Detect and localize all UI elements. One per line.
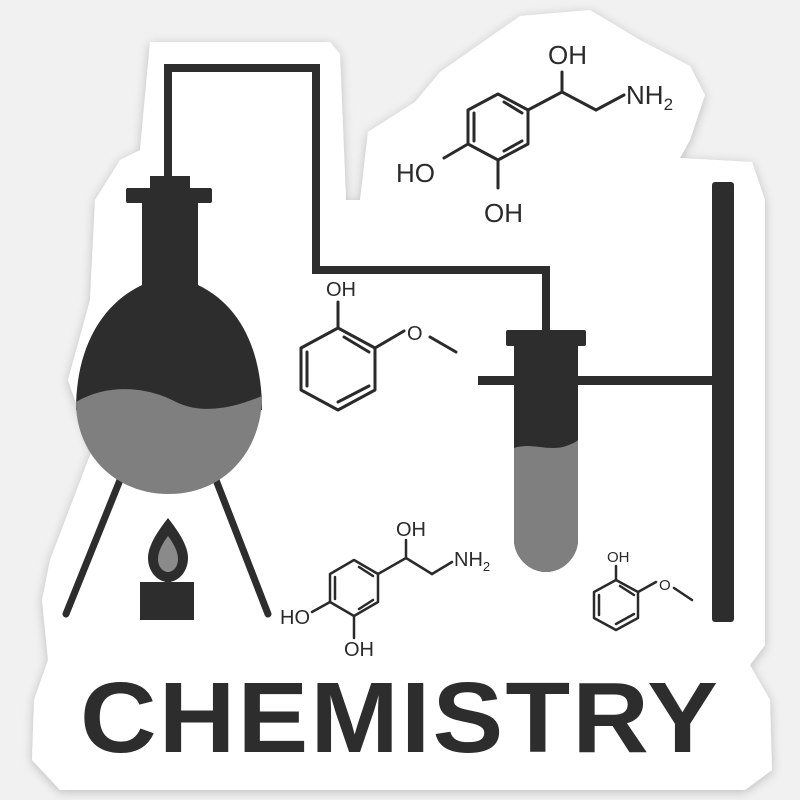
molecule-guaiacol-large: [299, 300, 458, 412]
molecule-adrenaline-large: [442, 70, 626, 190]
guaiacol-large-o: O: [407, 323, 423, 345]
guaiacol-large-oh: OH: [326, 279, 356, 301]
connecting-tube: [164, 64, 550, 330]
test-tube-icon: [506, 330, 586, 572]
adrenaline-large-oh-top: OH: [548, 40, 587, 70]
adrenaline-small-ho-left: HO: [280, 607, 310, 629]
tube-liquid: [514, 440, 578, 572]
tripod-stand-icon: [62, 476, 272, 618]
round-flask-icon: [76, 176, 262, 494]
adrenaline-small-oh-top: OH: [396, 519, 426, 541]
guaiacol-small-oh: OH: [607, 549, 630, 566]
burner-flame-icon: [140, 518, 194, 620]
adrenaline-small-nh2: NH2: [454, 549, 490, 574]
lab-stand-icon: [478, 182, 734, 622]
adrenaline-large-ho-left: HO: [396, 158, 435, 188]
guaiacol-small-o: O: [659, 577, 671, 594]
adrenaline-large-oh-bottom: OH: [484, 198, 523, 228]
molecule-guaiacol-small: [592, 564, 694, 632]
adrenaline-small-oh-bottom: OH: [344, 639, 374, 661]
title-chemistry: CHEMISTRY: [80, 662, 720, 774]
sticker-outline: [32, 10, 772, 790]
flask-liquid: [76, 389, 262, 494]
adrenaline-large-nh2: NH2: [626, 80, 673, 114]
molecule-adrenaline-small: [310, 538, 454, 640]
